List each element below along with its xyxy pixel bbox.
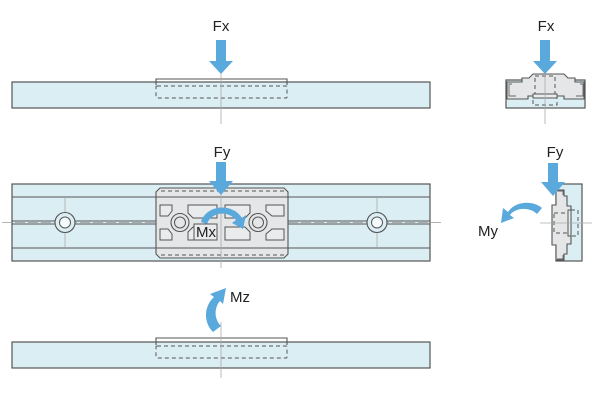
force-arrow-icon [209, 40, 233, 74]
side-view-mz: Mz [11, 288, 431, 378]
fx-label-end: Fx [538, 18, 555, 35]
end-view-fx: Fx [505, 18, 586, 124]
moment-arrow-icon [201, 207, 246, 229]
carriage-hole-right [248, 212, 268, 233]
fy-label: Fy [214, 144, 231, 161]
mz-label: Mz [230, 289, 250, 306]
carriage-hidden-outline [155, 85, 288, 99]
carriage-outline [155, 78, 288, 85]
force-arrow-icon [541, 163, 565, 196]
moment-arrow-icon [501, 202, 542, 223]
top-view-fy-mx: Fy Mx [2, 144, 442, 268]
carriage-hidden-outline-bottom [155, 345, 288, 359]
mx-label: Mx [196, 224, 216, 241]
rail-hole-left [54, 198, 76, 247]
moment-arrow-icon [205, 288, 226, 332]
carriage-hole-left [170, 212, 190, 233]
rail-hole-right [366, 198, 388, 247]
force-arrow-icon [209, 162, 233, 195]
end-view-fy-my: Fy My [478, 144, 592, 262]
side-view-fx: Fx [11, 18, 431, 124]
fx-label: Fx [213, 18, 230, 35]
carriage-end-vertical [551, 189, 572, 261]
force-arrow-icon [533, 40, 557, 74]
my-label: My [478, 223, 498, 240]
carriage-outline-bottom [155, 337, 288, 345]
fy-label-end: Fy [547, 144, 564, 161]
